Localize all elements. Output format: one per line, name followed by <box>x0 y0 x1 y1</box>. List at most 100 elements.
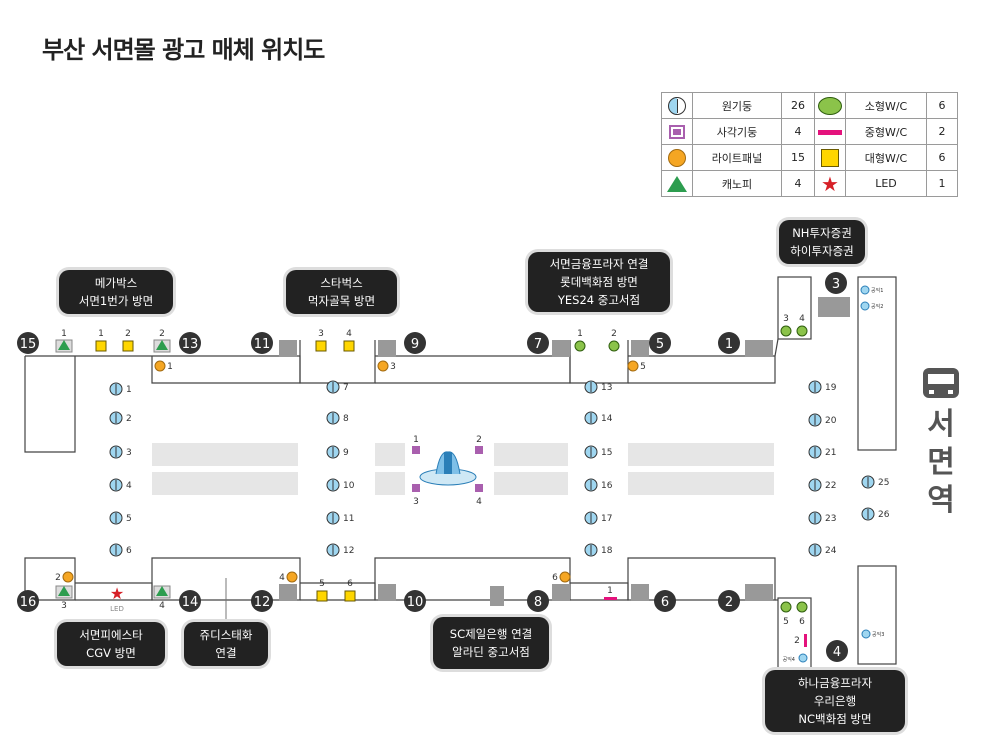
light-panel-marker <box>377 360 389 372</box>
marker-label: 2 <box>125 329 131 339</box>
callout-line: CGV 방면 <box>86 646 136 660</box>
stairs-icon <box>818 297 850 317</box>
exit-badge <box>654 590 676 612</box>
callout-line: 먹자골목 방면 <box>307 294 376 308</box>
stairs-icon <box>279 340 297 357</box>
exit-number: 8 <box>534 595 542 610</box>
marker-label: 2 <box>794 636 800 646</box>
marker-label: 3 <box>413 497 419 507</box>
stairs-icon <box>552 584 570 601</box>
marker-label: 1 <box>167 362 173 372</box>
callout-line: 하나금융프라자 <box>797 676 873 690</box>
shop-block <box>375 443 405 466</box>
large-wc-marker <box>122 340 134 352</box>
small-wc-marker <box>780 325 792 337</box>
legend-label: 사각기둥 <box>692 118 782 145</box>
exit-badge <box>718 590 740 612</box>
marker-label: 6 <box>126 546 132 556</box>
medium-wc-marker <box>804 634 807 647</box>
shop-block <box>628 472 774 495</box>
marker-label: 9 <box>343 448 349 458</box>
exit-badge <box>251 332 273 354</box>
subway-icon <box>923 368 959 398</box>
marker-label: 14 <box>601 414 613 424</box>
callout-line: 롯데백화점 방면 <box>560 275 638 289</box>
stairs <box>279 297 850 606</box>
marker-label: 2 <box>611 329 617 339</box>
marker-label: 4 <box>279 573 285 583</box>
marker-label: 4 <box>159 601 165 611</box>
marker-label: 6 <box>347 579 353 589</box>
marker-label: 공익2 <box>871 303 883 310</box>
marker-label: 2 <box>476 435 482 445</box>
marker-label: 3 <box>126 448 132 458</box>
marker-label: 1 <box>577 329 583 339</box>
legend-count: 1 <box>926 170 958 197</box>
large-wc-marker <box>315 340 327 352</box>
marker-label: 6 <box>799 617 805 627</box>
large-wc-marker <box>316 590 328 602</box>
square-pillar-marker <box>412 446 420 454</box>
stairs-icon <box>378 584 396 601</box>
exit-number: 2 <box>725 595 733 610</box>
exit-number: 12 <box>254 595 271 610</box>
light-panel-icon <box>668 148 686 167</box>
canopy-marker <box>58 586 70 596</box>
exit-badge <box>718 332 740 354</box>
marker-label: 18 <box>601 546 613 556</box>
exit-number: 9 <box>411 337 419 352</box>
light-panel-marker <box>286 571 298 583</box>
marker-label: 2 <box>55 573 61 583</box>
callout-line: 쥬디스태화 <box>199 628 253 642</box>
exit-badge <box>251 590 273 612</box>
exit-number: 13 <box>182 337 199 352</box>
marker-label: 7 <box>343 383 349 393</box>
marker-label: 10 <box>343 481 355 491</box>
canopy-icon <box>667 175 687 192</box>
small-wc-marker <box>574 340 586 352</box>
exit-badge <box>527 332 549 354</box>
large-wc-marker <box>343 340 355 352</box>
marker-label: 1 <box>98 329 104 339</box>
callout-line: NH투자증권 <box>792 226 852 240</box>
exit-number: 4 <box>833 645 841 660</box>
exit-number: 7 <box>534 337 542 352</box>
legend-row: 캐노피 4 ★ LED 1 <box>661 170 958 197</box>
medium-wc-marker <box>604 597 617 600</box>
exit-number: 5 <box>656 337 664 352</box>
exit-badge <box>825 272 847 294</box>
light-panel-marker <box>154 360 166 372</box>
canopy-marker <box>156 586 168 596</box>
canopy-marker <box>156 340 168 350</box>
exit-number: 16 <box>20 595 37 610</box>
exit-badge <box>179 590 201 612</box>
medium-wc-icon <box>818 129 842 135</box>
marker-label: 17 <box>601 514 612 524</box>
shop-block <box>375 472 405 495</box>
small-wc-icon <box>818 96 842 115</box>
exit-number: 15 <box>20 337 37 352</box>
stairs-icon <box>552 340 570 357</box>
marker-label: 5 <box>126 514 132 524</box>
exit-number: 6 <box>661 595 669 610</box>
callout-line: SC제일은행 연결 <box>449 627 533 641</box>
callout-line: 서면금융프라자 연결 <box>549 257 649 271</box>
large-wc-marker <box>95 340 107 352</box>
marker-label: LED <box>110 605 124 613</box>
marker-label: 2 <box>126 414 132 424</box>
shop-block <box>494 472 568 495</box>
exit-badge <box>404 332 426 354</box>
marker-label: 22 <box>825 481 836 491</box>
marker-label: 21 <box>825 448 836 458</box>
marker-label: 5 <box>783 617 789 627</box>
stairs-icon <box>631 584 649 601</box>
callout-line: 서면1번가 방면 <box>78 294 154 308</box>
marker-label: 3 <box>318 329 324 339</box>
legend-count: 6 <box>926 92 958 119</box>
large-wc-icon <box>821 148 839 167</box>
marker-label: 1 <box>607 586 613 596</box>
